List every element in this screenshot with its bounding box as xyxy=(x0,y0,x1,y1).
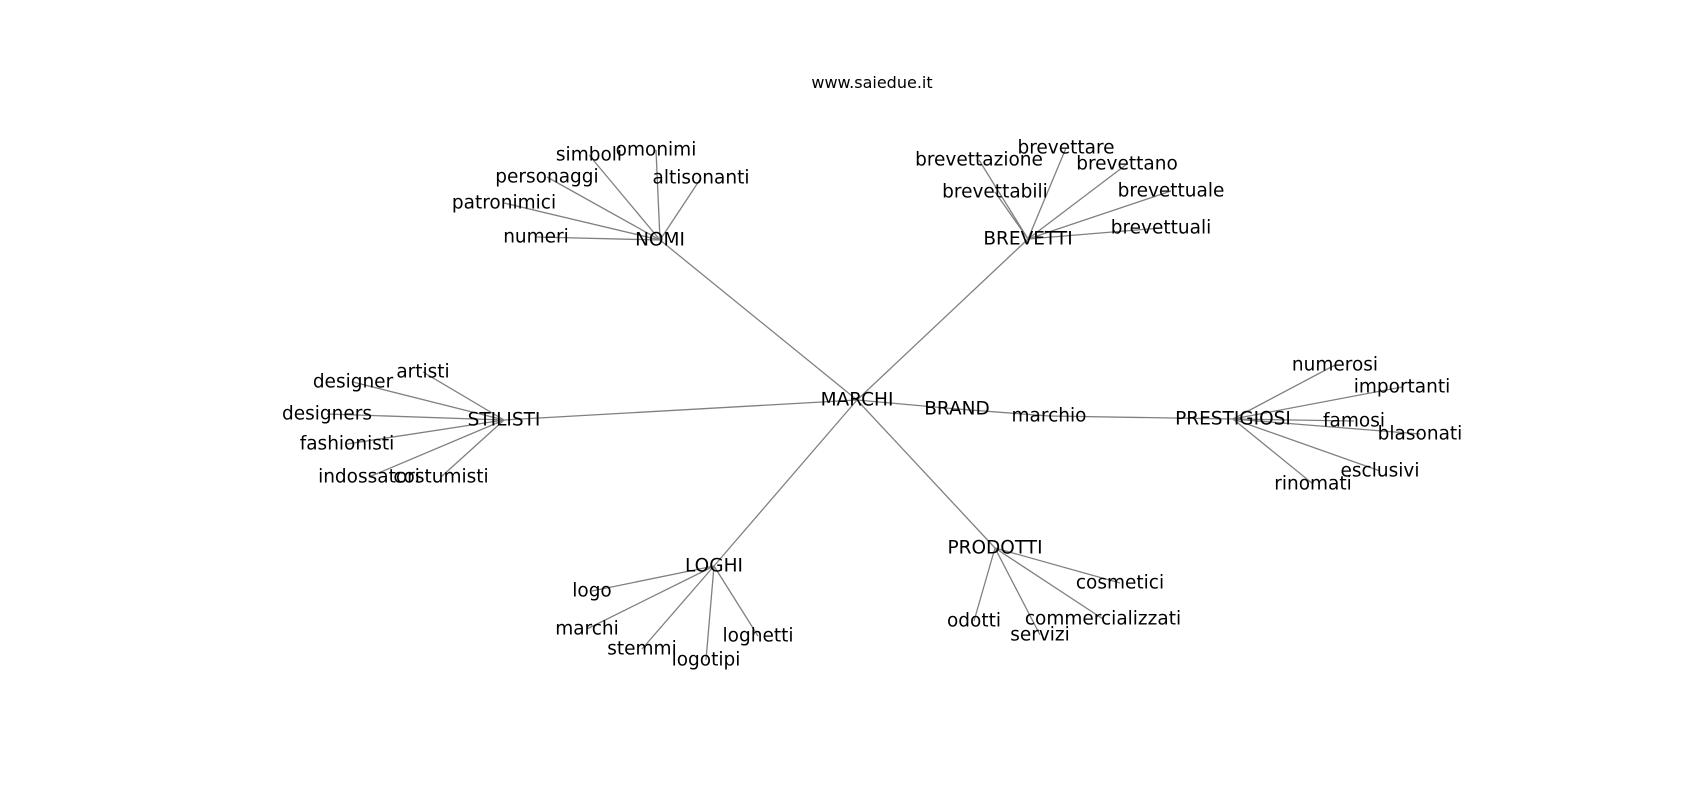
node-nomi: NOMI xyxy=(635,230,685,251)
node-altisonanti: altisonanti xyxy=(652,168,749,189)
node-famosi: famosi xyxy=(1323,411,1385,432)
edge-stilisti-costumisti xyxy=(440,419,505,478)
edge-stilisti-indossatori xyxy=(368,419,505,478)
edge-prestigiosi-esclusivi xyxy=(1232,418,1381,472)
node-brevettuale: brevettuale xyxy=(1118,181,1225,202)
edge-prestigiosi-rinomati xyxy=(1232,418,1314,485)
edge-stilisti-artisti xyxy=(422,371,505,421)
edge-marchi-prodotti xyxy=(856,399,996,549)
node-marchi-leaf: marchi xyxy=(555,619,619,640)
node-brevettano: brevettano xyxy=(1076,154,1178,175)
edge-marchi-brand xyxy=(856,399,958,410)
node-stilisti: STILISTI xyxy=(468,410,541,431)
node-prodotti: PRODOTTI xyxy=(947,538,1042,559)
node-prodotti-leaf: odotti xyxy=(947,611,1001,632)
node-rinomati: rinomati xyxy=(1274,474,1352,495)
node-logo: logo xyxy=(572,581,612,602)
edge-loghi-logotipi xyxy=(705,565,715,661)
edge-brevetti-brevettazione xyxy=(978,159,1029,240)
edge-marchio-prestigiosi xyxy=(1048,415,1234,420)
edge-nomi-personaggi xyxy=(546,176,661,241)
edge-marchi-brevetti xyxy=(856,238,1029,401)
node-esclusivi: esclusivi xyxy=(1341,461,1420,482)
edge-nomi-numeri xyxy=(535,236,661,241)
node-numerosi: numerosi xyxy=(1292,355,1378,376)
node-designers: designers xyxy=(282,404,372,425)
edge-brevetti-brevettare xyxy=(1027,147,1067,240)
edge-brevetti-brevettuali xyxy=(1027,227,1162,240)
edge-marchi-loghi xyxy=(713,399,858,567)
edge-nomi-altisonanti xyxy=(659,177,702,241)
node-brevettazione: brevettazione xyxy=(915,150,1043,171)
edge-stilisti-fashionisti xyxy=(346,419,505,445)
edge-stilisti-designer xyxy=(352,381,505,421)
edge-nomi-omonimi xyxy=(655,149,661,241)
edge-marchi-stilisti xyxy=(503,399,858,421)
edge-nomi-simboli xyxy=(588,154,661,241)
node-fashionisti: fashionisti xyxy=(300,434,395,455)
edge-loghi-stemmi xyxy=(641,565,715,650)
node-loghi: LOGHI xyxy=(685,556,743,577)
edge-loghi-marchi_leaf xyxy=(586,565,715,630)
edge-brevetti-brevettabili xyxy=(994,191,1029,240)
edge-brand-marchio xyxy=(956,408,1050,417)
edge-prestigiosi-blasonati xyxy=(1232,418,1421,435)
node-indossatori: indossatori xyxy=(318,467,420,488)
node-marchio: marchio xyxy=(1012,406,1087,427)
edge-loghi-loghetti xyxy=(713,565,759,637)
node-logotipi: logotipi xyxy=(672,650,741,671)
node-personaggi: personaggi xyxy=(495,167,598,188)
node-marchi: MARCHI xyxy=(821,390,894,411)
node-brevettare: brevettare xyxy=(1017,138,1114,159)
node-stemmi: stemmi xyxy=(607,639,676,660)
node-patronimici: patronimici xyxy=(452,193,556,214)
node-omonimi: omonimi xyxy=(616,140,697,161)
node-simboli: simboli xyxy=(556,145,622,166)
edge-brevetti-brevettuale xyxy=(1027,190,1172,240)
edge-loghi-logo xyxy=(591,565,715,592)
node-commercializzati: commercializzati xyxy=(1025,609,1181,630)
edge-prestigiosi-numerosi xyxy=(1232,364,1336,420)
node-blasonati: blasonati xyxy=(1378,424,1463,445)
edge-prestigiosi-importanti xyxy=(1232,386,1403,420)
edge-brevetti-brevettano xyxy=(1027,163,1128,240)
node-importanti: importanti xyxy=(1354,377,1451,398)
node-loghetti: loghetti xyxy=(723,626,794,647)
node-numeri: numeri xyxy=(503,227,569,248)
edge-prodotti-commercializzati xyxy=(994,547,1104,620)
node-designer: designer xyxy=(313,372,394,393)
node-servizi: servizi xyxy=(1010,625,1070,646)
node-brand: BRAND xyxy=(924,399,990,420)
node-artisti: artisti xyxy=(396,362,449,383)
node-prestigiosi: PRESTIGIOSI xyxy=(1175,409,1291,430)
edge-prodotti-prodotti_leaf xyxy=(973,547,996,622)
node-brevetti: BREVETTI xyxy=(983,229,1072,250)
edges xyxy=(326,147,1421,661)
node-cosmetici: cosmetici xyxy=(1076,573,1164,594)
edge-marchi-nomi xyxy=(659,239,858,401)
edge-nomi-patronimici xyxy=(503,202,661,241)
edge-prodotti-cosmetici xyxy=(994,547,1121,584)
edge-stilisti-designers xyxy=(326,413,505,421)
node-brevettabili: brevettabili xyxy=(942,182,1048,203)
node-labels: www.saiedue.it MARCHI NOMI BREVETTI STILIST… xyxy=(282,73,1462,671)
site-label: www.saiedue.it xyxy=(811,73,932,92)
edge-prestigiosi-famosi xyxy=(1232,418,1355,422)
edge-prodotti-servizi xyxy=(994,547,1041,636)
node-brevettuali: brevettuali xyxy=(1111,218,1212,239)
node-costumisti: costumisti xyxy=(393,467,488,488)
